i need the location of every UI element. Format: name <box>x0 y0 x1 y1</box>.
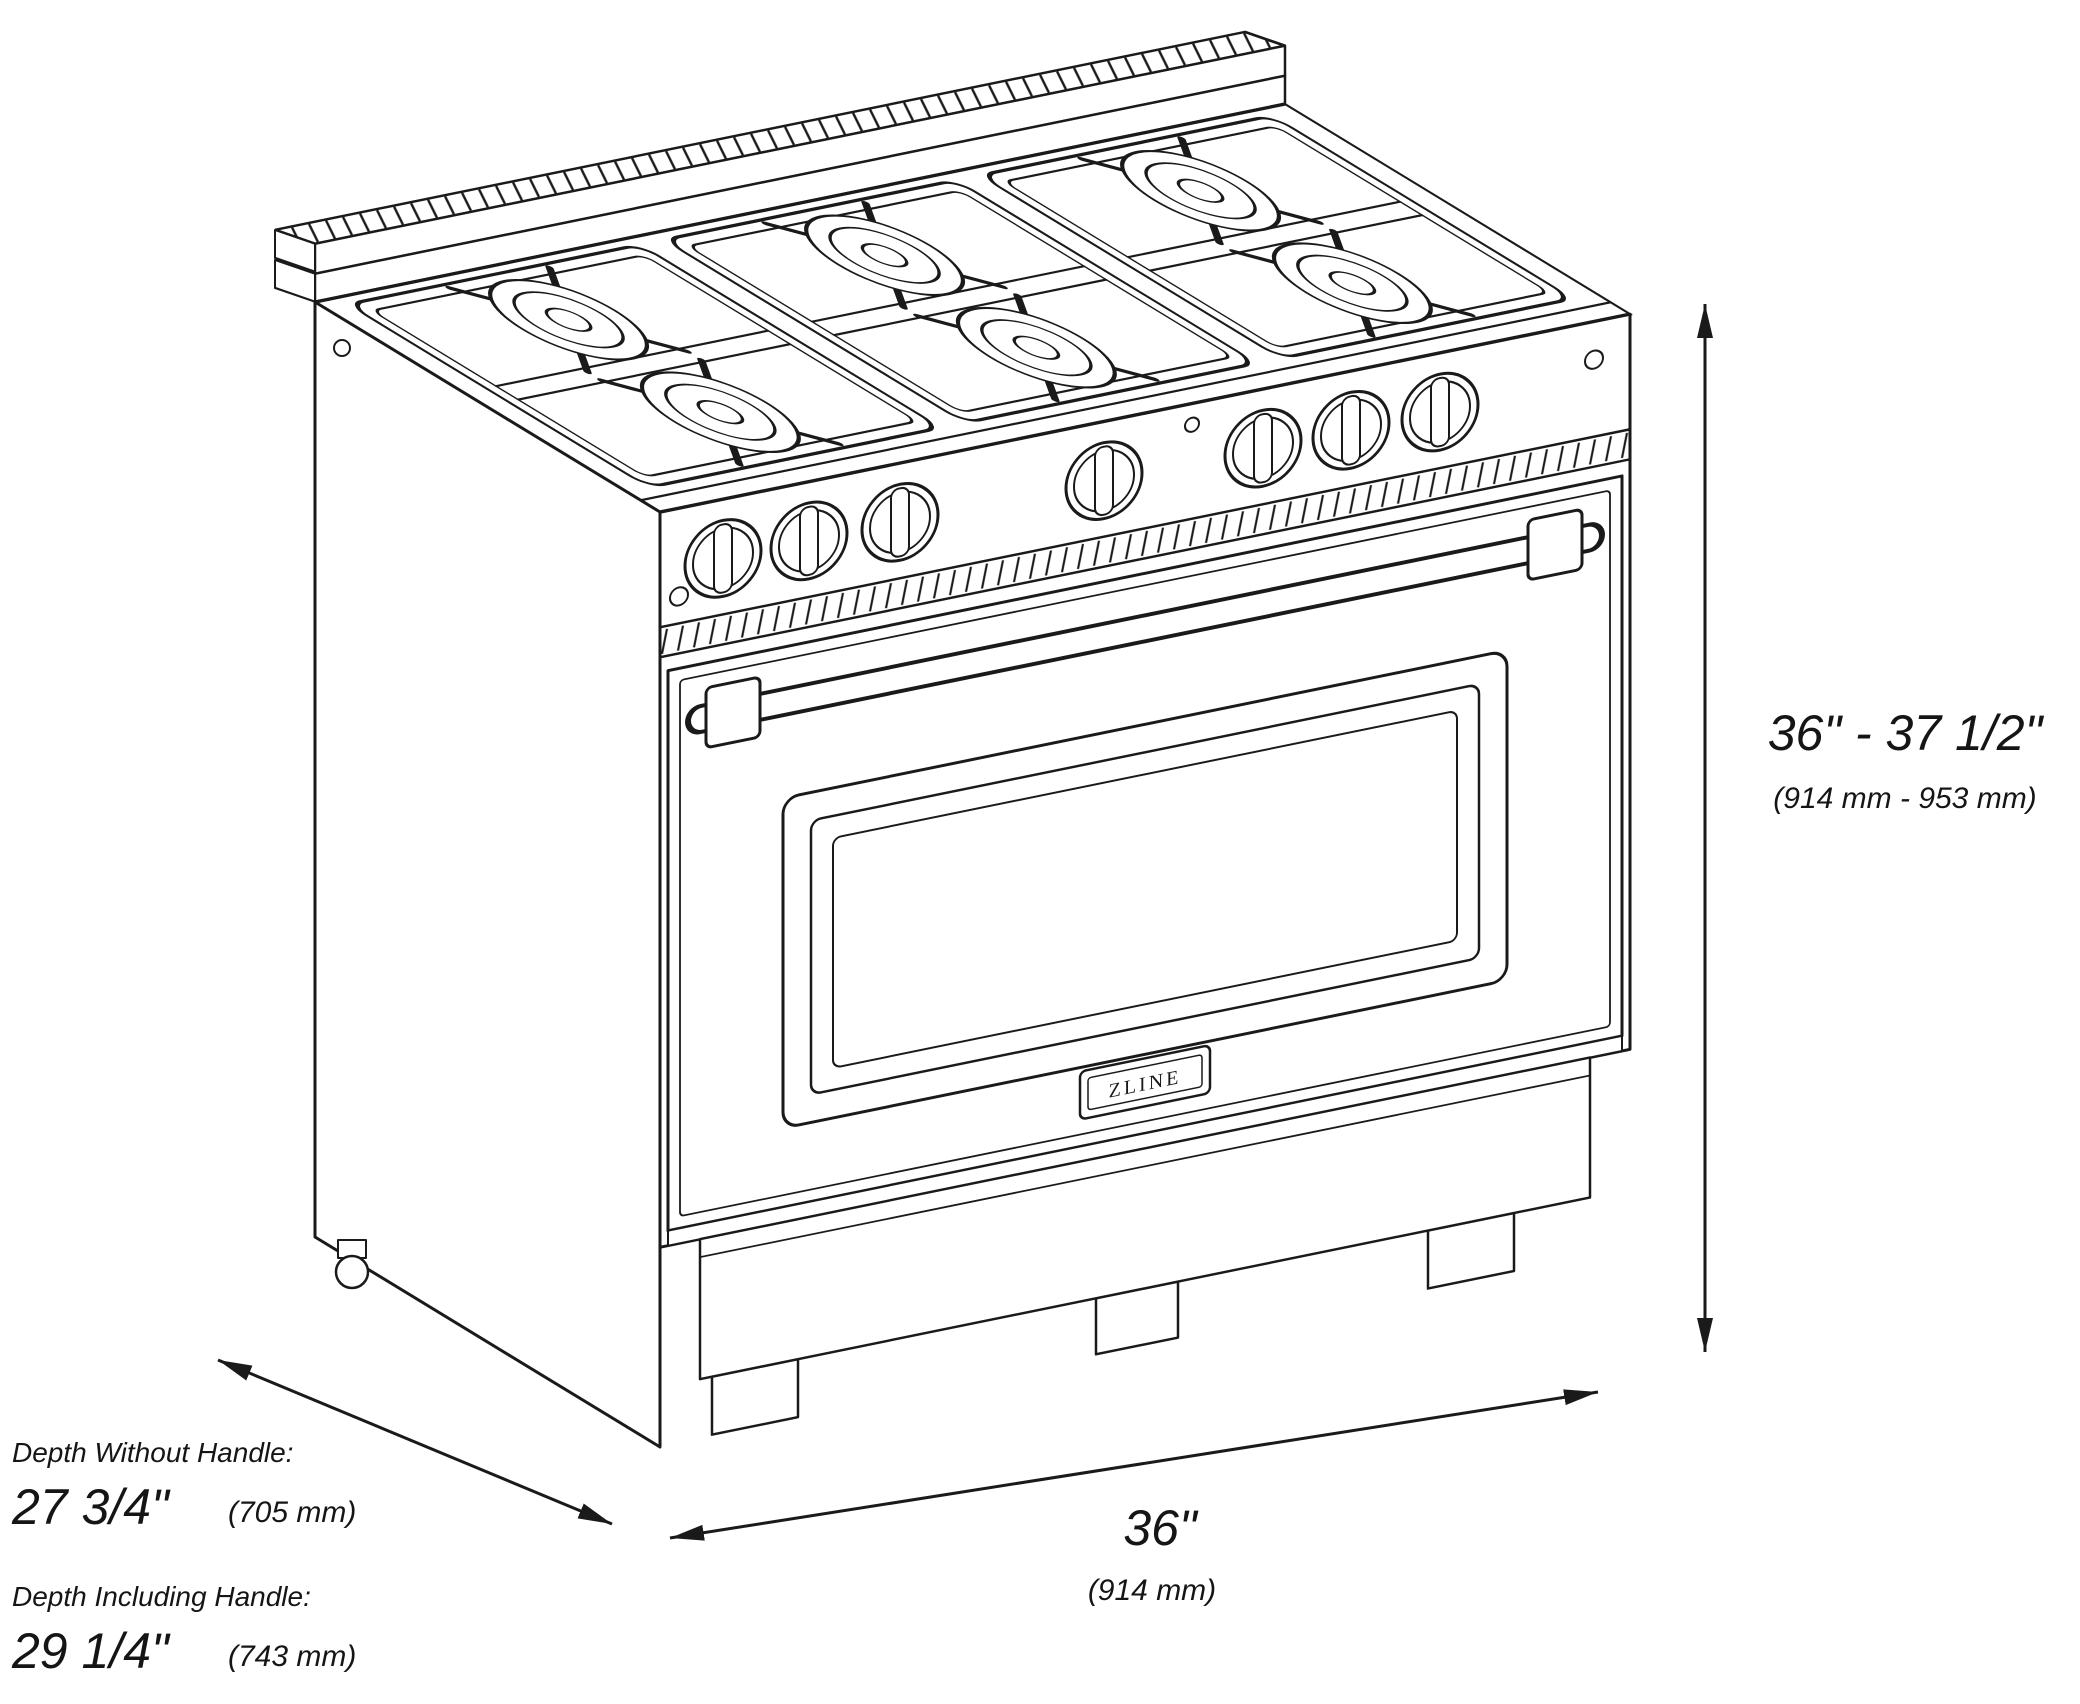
oven-door: ZLINE <box>666 474 1624 1233</box>
depth-without-handle-value: 27 3/4" <box>11 1479 171 1535</box>
side-screw <box>333 339 351 357</box>
depth-without-handle-label: Depth Without Handle: <box>12 1437 293 1468</box>
width-dimension: 36" (914 mm) <box>669 1389 1599 1607</box>
handle-bracket-right <box>1526 508 1584 581</box>
left-side-panel <box>313 300 662 1449</box>
door-handle <box>685 508 1605 749</box>
leveling-foot <box>334 1254 370 1290</box>
vent-rail-endcap <box>274 228 316 273</box>
depth-arrow <box>217 1358 613 1526</box>
control-knob <box>1400 371 1480 453</box>
control-knob <box>1223 407 1303 489</box>
depth-including-handle-value: 29 1/4" <box>11 1623 171 1679</box>
door-vent-strip <box>658 427 1632 659</box>
depth-including-handle-metric: (743 mm) <box>228 1640 356 1673</box>
oven-door-inner-edge <box>679 490 1611 1217</box>
width-arrow <box>669 1389 1599 1541</box>
control-knob <box>769 500 849 582</box>
height-dimension: 36" - 37 1/2" (914 mm - 953 mm) <box>1697 304 2045 1352</box>
width-metric: (914 mm) <box>1088 1574 1216 1607</box>
depth-dimension: Depth Without Handle: 27 3/4" (705 mm) D… <box>11 1358 613 1679</box>
control-knob <box>1064 440 1144 521</box>
vent-rail-endcap <box>274 258 316 303</box>
width-value: 36" <box>1123 1500 1199 1556</box>
control-knob <box>683 518 763 599</box>
indicator-light <box>1184 416 1200 433</box>
control-knob <box>1311 389 1391 471</box>
backguard-vent-rail <box>274 30 1287 303</box>
panel-screw-left <box>669 586 689 607</box>
depth-including-handle-label: Depth Including Handle: <box>12 1581 311 1612</box>
zline-badge: ZLINE <box>1078 1044 1212 1120</box>
depth-without-handle-metric: (705 mm) <box>228 1496 356 1529</box>
handle-bracket-left <box>704 676 762 749</box>
height-metric: (914 mm - 953 mm) <box>1773 782 2036 815</box>
cooktop-front-lip <box>638 301 1613 502</box>
control-panel <box>669 349 1604 607</box>
kick-panel <box>698 1056 1592 1381</box>
front-face: ZLINE <box>658 312 1632 1436</box>
control-knob <box>860 481 940 563</box>
panel-screw-right <box>1584 349 1604 370</box>
door-window <box>781 651 1509 1127</box>
height-value: 36" - 37 1/2" <box>1768 705 2045 761</box>
